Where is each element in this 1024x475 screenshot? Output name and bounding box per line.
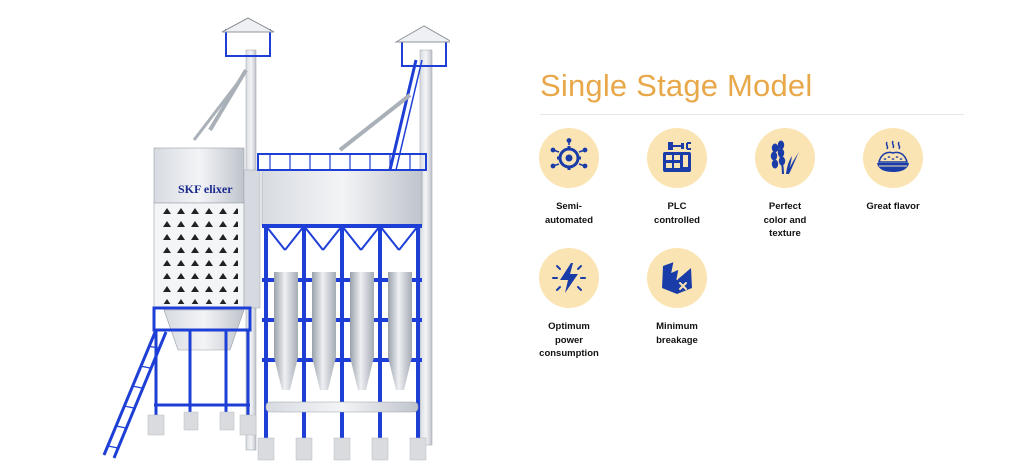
lightning-bolt-icon: [552, 263, 586, 293]
feature-icon-circle: [539, 248, 599, 308]
feature-label: Great flavor: [866, 201, 920, 212]
feature-label: PLC controlled: [654, 201, 700, 226]
feature-icon-circle: [539, 128, 599, 188]
feature-semi-automated: Semi- automated: [515, 128, 623, 227]
feature-plc-controlled: PLC controlled: [623, 128, 731, 227]
feature-label: Semi- automated: [544, 201, 594, 226]
feature-label: Perfect color and texture: [763, 201, 807, 239]
feature-icon-circle: [863, 128, 923, 188]
gear-circuit-icon: [550, 138, 588, 170]
feature-breakage: Minimum breakage: [623, 248, 731, 347]
feature-icon-circle: [647, 248, 707, 308]
feature-great-flavor: Great flavor: [839, 128, 947, 214]
feature-icon-circle: [755, 128, 815, 188]
rice-bowl-icon: [877, 140, 909, 172]
broken-shield-icon: [662, 261, 692, 294]
feature-icon-circle: [647, 128, 707, 188]
page-title: Single Stage Model: [540, 68, 813, 103]
feature-power: Optimum power consumption: [515, 248, 623, 361]
feature-perfect-color: Perfect color and texture: [731, 128, 839, 241]
feature-label: Optimum power consumption: [539, 321, 599, 359]
dryer-machine-illustration: [102, 17, 450, 461]
feature-label: Minimum breakage: [656, 321, 698, 346]
title-divider: [540, 114, 964, 115]
plc-panel-icon: [663, 142, 691, 172]
machine-brand-label: SKF elixer: [178, 182, 233, 196]
grain-stalk-icon: [770, 140, 799, 175]
